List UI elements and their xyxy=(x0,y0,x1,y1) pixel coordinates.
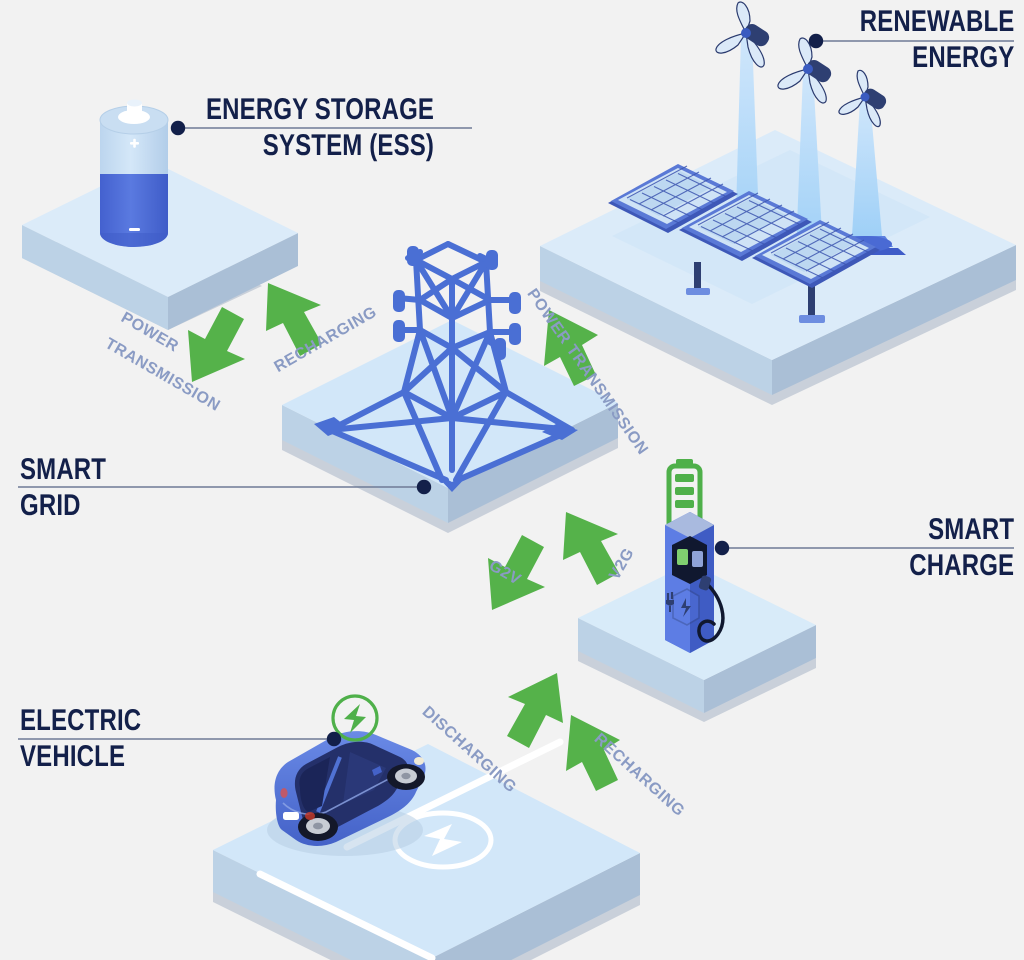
electric-vehicle-icon xyxy=(267,731,426,856)
callout-line: CHARGE xyxy=(909,549,1014,582)
callout-line: ENERGY STORAGE xyxy=(206,93,435,126)
arrow-up-right-vehicle xyxy=(507,673,563,748)
solar-panel-array xyxy=(608,164,880,323)
callout-renewable-energy: RENEWABLE ENERGY xyxy=(859,4,1014,76)
charger-platform xyxy=(578,563,816,722)
transmission-tower-icon xyxy=(327,241,575,483)
callout-line: SMART xyxy=(927,513,1014,546)
callout-line: GRID xyxy=(20,489,81,522)
charger-plug-symbols-icon xyxy=(666,588,700,626)
solar-panel-3 xyxy=(752,220,880,288)
flow-arrows xyxy=(188,283,620,791)
arrow-down-right-charger xyxy=(488,535,545,610)
solar-panel-1 xyxy=(608,164,738,233)
arrow-up-left-charger xyxy=(563,512,619,585)
callout-electric-vehicle: ELECTRIC VEHICLE xyxy=(20,703,141,775)
transmission-tower-insulators xyxy=(314,246,578,492)
callout-line: ELECTRIC xyxy=(20,704,142,737)
arrow-down-right-ess xyxy=(188,307,245,382)
arrow-down-left-vehicle xyxy=(566,715,620,791)
callout-line: SYSTEM (ESS) xyxy=(262,129,435,162)
solar-panel-2 xyxy=(679,191,812,261)
arrow-down-left-renewable xyxy=(544,310,598,386)
ess-battery-icon xyxy=(99,99,169,247)
callout-line: VEHICLE xyxy=(20,740,126,773)
callout-energy-storage-system: ENERGY STORAGE SYSTEM (ESS) xyxy=(206,92,434,164)
callout-smart-grid: SMART GRID xyxy=(20,452,106,524)
ev-charge-badge-icon xyxy=(331,694,379,742)
callout-line: RENEWABLE xyxy=(859,5,1014,38)
callout-smart-charge: SMART CHARGE xyxy=(909,512,1014,584)
charging-station-icon xyxy=(665,459,725,653)
callout-line: SMART xyxy=(20,453,107,486)
arrow-up-left-ess xyxy=(266,283,322,356)
callout-line: ENERGY xyxy=(911,41,1014,74)
vehicle-wheels xyxy=(298,764,425,841)
